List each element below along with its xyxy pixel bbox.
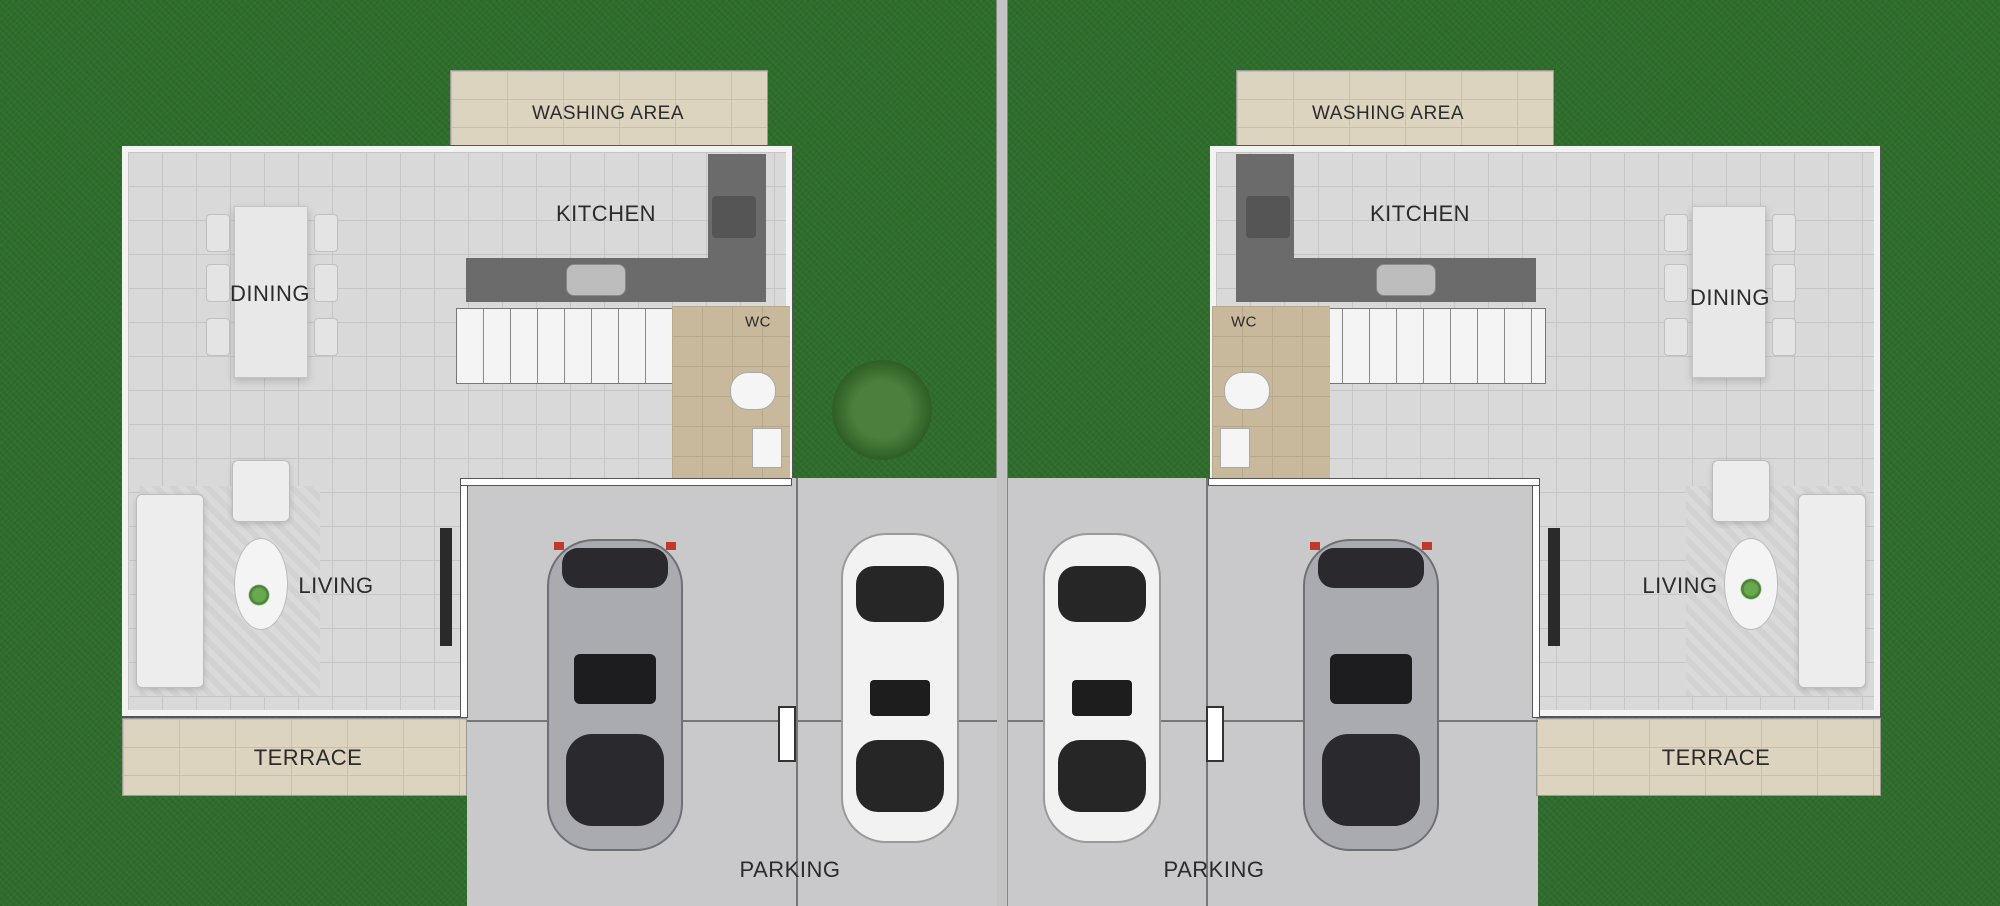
dining-chair [1664,318,1688,356]
dining-chair [206,214,230,252]
car-silver [1296,534,1446,856]
car-white [836,530,964,848]
staircase [456,308,714,384]
room-label-washing-area: WASHING AREA [531,103,685,124]
terrace [1536,718,1881,796]
staircase [1288,308,1546,384]
dining-chair [1664,264,1688,302]
room-label-wc: WC [1231,313,1257,331]
car-white [1038,530,1166,848]
room-label-kitchen: KITCHEN [555,201,657,226]
room-label-wc: WC [745,313,771,331]
tv-unit [1548,528,1560,646]
plant-icon [248,584,270,606]
sofa [136,494,204,688]
dining-chair [1772,214,1796,252]
room-label-dining: DINING [230,281,310,306]
sofa [1798,494,1866,688]
dining-chair [314,264,338,302]
room-label-terrace: TERRACE [1661,745,1771,770]
parking-line [1008,720,1538,722]
armchair [232,460,290,522]
tv-unit [440,528,452,646]
toilet [1224,372,1270,410]
dining-chair [1772,318,1796,356]
dining-chair [314,214,338,252]
garage-wall [1208,478,1540,486]
garage-wall [460,478,792,486]
garage-wall [460,478,468,718]
plant-icon [1740,578,1762,600]
room-label-kitchen: KITCHEN [1369,201,1471,226]
dining-chair [206,264,230,302]
column [1206,706,1224,762]
car-silver [540,534,690,856]
parking-line [796,478,798,906]
room-label-washing-area: WASHING AREA [1311,103,1465,124]
wc-basin [1220,428,1250,468]
dining-chair [1772,264,1796,302]
dining-table [234,206,308,378]
room-label-dining: DINING [1690,285,1770,310]
room-label-terrace: TERRACE [253,745,363,770]
wc-basin [752,428,782,468]
room-label-parking: PARKING [739,857,841,882]
sink [566,264,626,296]
dining-chair [314,318,338,356]
shrub [832,360,932,460]
washing-area [1236,70,1554,150]
stove [1246,196,1290,238]
terrace [122,718,467,796]
garage-wall [1532,478,1540,718]
toilet [730,372,776,410]
dining-chair [206,318,230,356]
washing-area [450,70,768,150]
parking-line [467,720,997,722]
room-label-living: LIVING [298,573,374,598]
column [778,706,796,762]
room-label-parking: PARKING [1163,857,1265,882]
dining-table [1692,206,1766,378]
room-label-living: LIVING [1642,573,1718,598]
property-divider [996,0,1008,906]
sink [1376,264,1436,296]
dining-chair [1664,214,1688,252]
parking-line [1206,478,1208,906]
armchair [1712,460,1770,522]
stove [712,196,756,238]
